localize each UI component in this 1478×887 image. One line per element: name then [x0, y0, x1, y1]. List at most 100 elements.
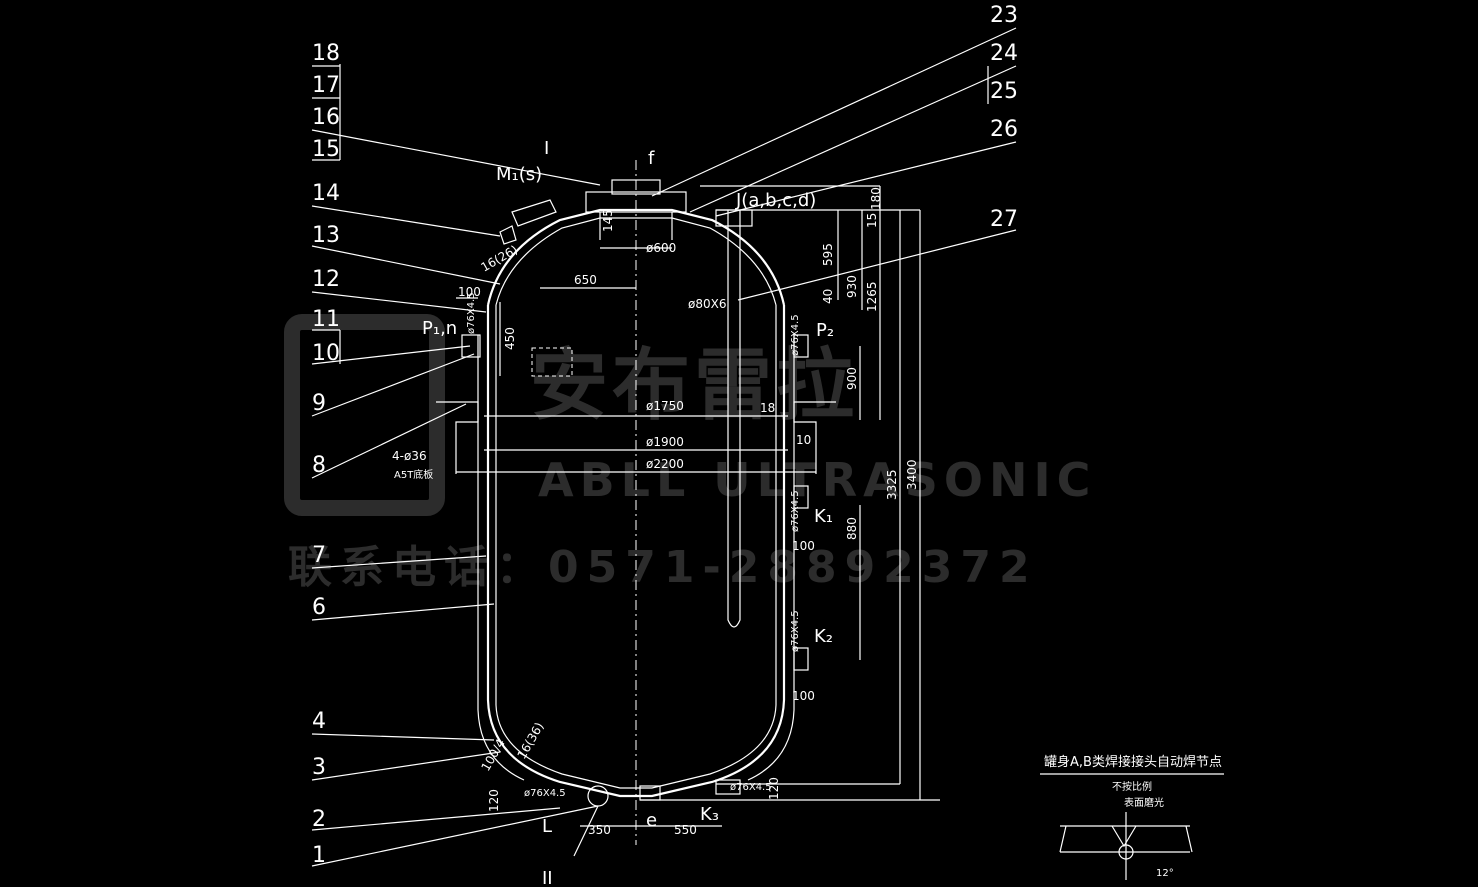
part-3: 3: [312, 755, 326, 780]
label-l: L: [542, 816, 552, 837]
part-14: 14: [312, 181, 340, 206]
dim-600: ø600: [646, 241, 676, 255]
dim-550: 550: [674, 823, 697, 837]
nozzle-labels: I f M₁(s) P₁,n P₂ K₁ K₂ K₃ L e J(a,b,c,d…: [422, 138, 834, 887]
part-1: 1: [312, 843, 326, 868]
outer-shell: [486, 305, 786, 798]
watermark-phone: 联系电话：0571-28892372: [288, 542, 1038, 593]
sight-glass: [531, 347, 573, 377]
nozzle-m1: [511, 199, 557, 227]
dim-18: 18: [760, 401, 775, 415]
dim-100c: 100: [792, 689, 815, 703]
weld-plate-edges: [1060, 825, 1190, 853]
weld-detail: 罐身A,B类焊接接头自动焊节点 不按比例 表面磨光 12°: [1040, 754, 1224, 880]
part-25: 25: [990, 79, 1018, 104]
top-head: [486, 208, 786, 306]
part-8: 8: [312, 453, 326, 478]
dim-350: 350: [588, 823, 611, 837]
manway-cover: [611, 179, 661, 195]
dim-120: 120: [487, 789, 501, 812]
dim-76-e: ø76X4.5: [524, 788, 566, 799]
dim-76-c: ø76X4.5: [790, 490, 801, 532]
weld-scale: 不按比例: [1112, 780, 1152, 793]
radius-16-26: 16(26): [479, 243, 521, 275]
dimension-texts: ø600 145 650 100 450 ø1750 ø1900 ø2200 1…: [392, 187, 919, 837]
part-24: 24: [990, 41, 1018, 66]
dim-100b: 100: [792, 539, 815, 553]
dim-880: 880: [845, 517, 859, 540]
vessel-body: [436, 160, 836, 845]
leg-right: [793, 401, 836, 474]
thermowell-flange: [715, 209, 753, 227]
label-abcd: J(a,b,c,d): [735, 190, 816, 211]
label-k2: K₂: [814, 626, 833, 647]
part-13: 13: [312, 223, 340, 248]
weld-break-lines: [1059, 825, 1193, 853]
part-27: 27: [990, 207, 1018, 232]
dim-3325: 3325: [885, 469, 899, 500]
label-detail-ii: II: [542, 868, 553, 887]
part-18: 18: [312, 41, 340, 66]
part-15: 15: [312, 137, 340, 162]
part-26: 26: [990, 117, 1018, 142]
radius-16-36: 16(36): [514, 720, 546, 762]
label-k1: K₁: [814, 506, 833, 527]
dim-76-f: ø76X4.5: [730, 782, 772, 793]
weld-groove: [1111, 825, 1137, 848]
dim-1750: ø1750: [646, 399, 684, 413]
jacket-right: [747, 335, 795, 781]
nozzle-p1n: [461, 334, 481, 358]
dim-2200: ø2200: [646, 457, 684, 471]
nozzle-14: [499, 225, 517, 245]
leg-left: [436, 401, 479, 474]
legs-holes: 4-ø36: [392, 449, 427, 463]
label-k3: K₃: [700, 804, 719, 825]
weld-title: 罐身A,B类焊接接头自动焊节点: [1044, 754, 1222, 770]
dim-15: 15: [865, 213, 879, 228]
label-m1s: M₁(s): [496, 164, 542, 185]
legs-note: A5T底板: [394, 468, 433, 481]
bottom-outlet-k3: [715, 779, 741, 795]
part-16: 16: [312, 105, 340, 130]
dim-450: 450: [503, 327, 517, 350]
dim-40: 40: [821, 289, 835, 304]
part-4: 4: [312, 709, 326, 734]
part-2: 2: [312, 807, 326, 832]
manway-flange: [585, 191, 687, 213]
thermowell: [727, 210, 741, 628]
dim-595: 595: [821, 243, 835, 266]
part-10: 10: [312, 341, 340, 366]
label-e: e: [646, 810, 657, 831]
dimension-lines: [456, 185, 940, 827]
dim-145: 145: [601, 209, 615, 232]
part-12: 12: [312, 267, 340, 292]
dim-180: 180: [869, 187, 883, 210]
part-17: 17: [312, 73, 340, 98]
dim-1900: ø1900: [646, 435, 684, 449]
part-6: 6: [312, 595, 326, 620]
nozzle-k1: [793, 485, 809, 509]
dim-650: 650: [574, 273, 597, 287]
dim-76-d: ø76X4.5: [790, 610, 801, 652]
dim-10: 10: [796, 433, 811, 447]
part-7: 7: [312, 543, 326, 568]
nozzle-p2: [793, 334, 809, 358]
watermark-logo: [284, 314, 445, 516]
weld-surface: 表面磨光: [1124, 796, 1164, 809]
top-head-inner: [495, 217, 777, 306]
jacket-left: [477, 335, 525, 781]
weld-angle: 12°: [1156, 868, 1174, 879]
dim-1265: 1265: [865, 281, 879, 312]
dim-120b: 120: [767, 777, 781, 800]
part-9: 9: [312, 391, 326, 416]
dim-930: 930: [845, 275, 859, 298]
inner-shell: [495, 305, 777, 789]
label-p1n: P₁,n: [422, 318, 457, 339]
dim-76-a: ø76X4.5: [466, 292, 477, 334]
nozzle-k2: [793, 647, 809, 671]
leader-lines: [311, 27, 1017, 867]
dim-100: 100: [458, 285, 481, 299]
part-23: 23: [990, 3, 1018, 28]
